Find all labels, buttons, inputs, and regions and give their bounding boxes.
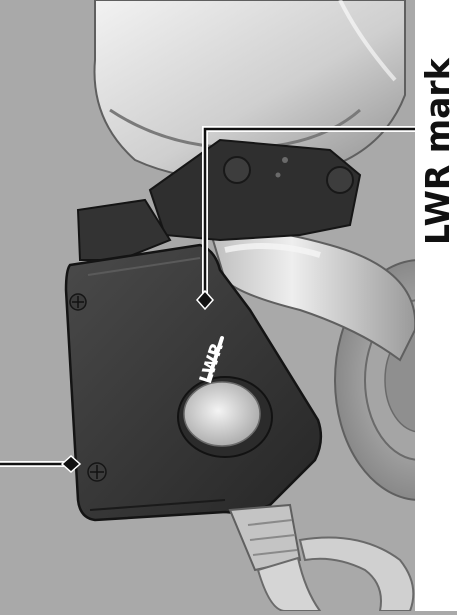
- clamp-bolt-right: [326, 166, 354, 194]
- clamp-mark-dot: [282, 157, 288, 163]
- leader-diamond-lwr: [195, 289, 215, 311]
- hose-fitting-ridges: [247, 519, 298, 556]
- leader-diamond-reservoir: [60, 454, 82, 474]
- clamp-bolt-left: [223, 156, 251, 184]
- screw-lower-left: [87, 462, 107, 482]
- callout-title-lwr-mark: LWR mark: [418, 58, 457, 245]
- callout-panel: [415, 0, 457, 611]
- reservoir-top-edge: [87, 257, 201, 276]
- sight-glass: [183, 381, 261, 447]
- callout-leader-reservoir: [0, 454, 82, 474]
- reservoir-bottom-edge: [89, 499, 226, 511]
- upper-housing-highlight: [338, 0, 397, 82]
- callout-leader-lwr: [195, 126, 415, 311]
- lwr-mark-line: [207, 336, 224, 380]
- lever-arm-highlight: [224, 243, 321, 258]
- reservoir-flange: [76, 198, 172, 261]
- clamp-mark-dot-2: [275, 172, 281, 178]
- screw-upper-left: [69, 293, 87, 311]
